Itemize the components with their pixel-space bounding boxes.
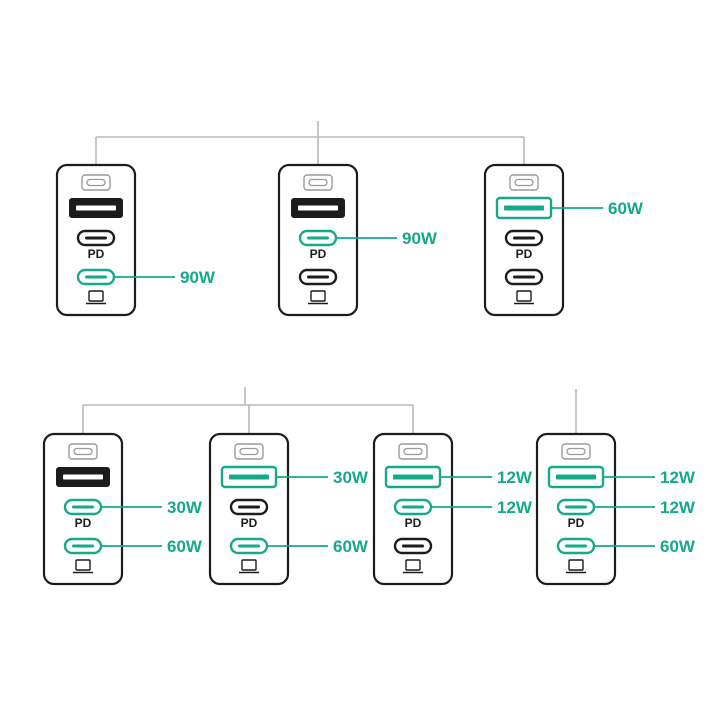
charger-body	[483, 163, 565, 317]
watt-label: 12W	[660, 468, 696, 487]
charger-body	[372, 432, 454, 586]
usb-a-port	[69, 198, 123, 218]
charger-body	[535, 432, 617, 586]
watt-label: 60W	[660, 537, 696, 556]
pd-label: PD	[405, 516, 422, 530]
charger: 90W PD	[277, 163, 438, 317]
connector-lines	[82, 121, 577, 434]
type-c-input-icon	[398, 443, 428, 460]
pd-label: PD	[241, 516, 258, 530]
laptop-icon	[73, 559, 93, 574]
watt-label: 12W	[660, 498, 696, 517]
watt-label: 90W	[402, 229, 438, 248]
type-c-input-icon	[81, 174, 111, 191]
usb-c-port	[229, 498, 269, 516]
pd-label: PD	[75, 516, 92, 530]
charger-body	[208, 432, 290, 586]
pd-label: PD	[88, 247, 105, 261]
laptop-icon	[566, 559, 586, 574]
charger: 30W 60W PD	[208, 432, 369, 586]
usb-c-port	[298, 268, 338, 286]
charger: 90W PD	[55, 163, 216, 317]
pd-label: PD	[310, 247, 327, 261]
laptop-icon	[239, 559, 259, 574]
chargers: 90WPD90WPD60WPD30W60WPD30W60WPD12W12WPD1…	[42, 163, 696, 586]
laptop-icon	[86, 290, 106, 305]
usb-c-port	[76, 229, 116, 247]
type-c-input-icon	[68, 443, 98, 460]
watt-label: 12W	[497, 468, 533, 487]
usb-a-port	[56, 467, 110, 487]
watt-label: 12W	[497, 498, 533, 517]
charger-body	[55, 163, 137, 317]
pd-label: PD	[516, 247, 533, 261]
type-c-input-icon	[561, 443, 591, 460]
charger: 12W 12W PD	[372, 432, 533, 586]
watt-label: 60W	[167, 537, 203, 556]
usb-a-port	[291, 198, 345, 218]
usb-c-port	[504, 229, 544, 247]
charger-body	[42, 432, 124, 586]
type-c-input-icon	[303, 174, 333, 191]
watt-label: 30W	[333, 468, 369, 487]
watt-label: 60W	[608, 199, 644, 218]
laptop-icon	[308, 290, 328, 305]
watt-label: 30W	[167, 498, 203, 517]
charger: 30W 60W PD	[42, 432, 203, 586]
laptop-icon	[514, 290, 534, 305]
watt-label: 60W	[333, 537, 369, 556]
laptop-icon	[403, 559, 423, 574]
charger: 60W PD	[483, 163, 644, 317]
watt-label: 90W	[180, 268, 216, 287]
charger-body	[277, 163, 359, 317]
usb-c-port	[504, 268, 544, 286]
type-c-input-icon	[509, 174, 539, 191]
charger: 12W 12W 60W PD	[535, 432, 696, 586]
usb-c-port	[393, 537, 433, 555]
pd-label: PD	[568, 516, 585, 530]
type-c-input-icon	[234, 443, 264, 460]
